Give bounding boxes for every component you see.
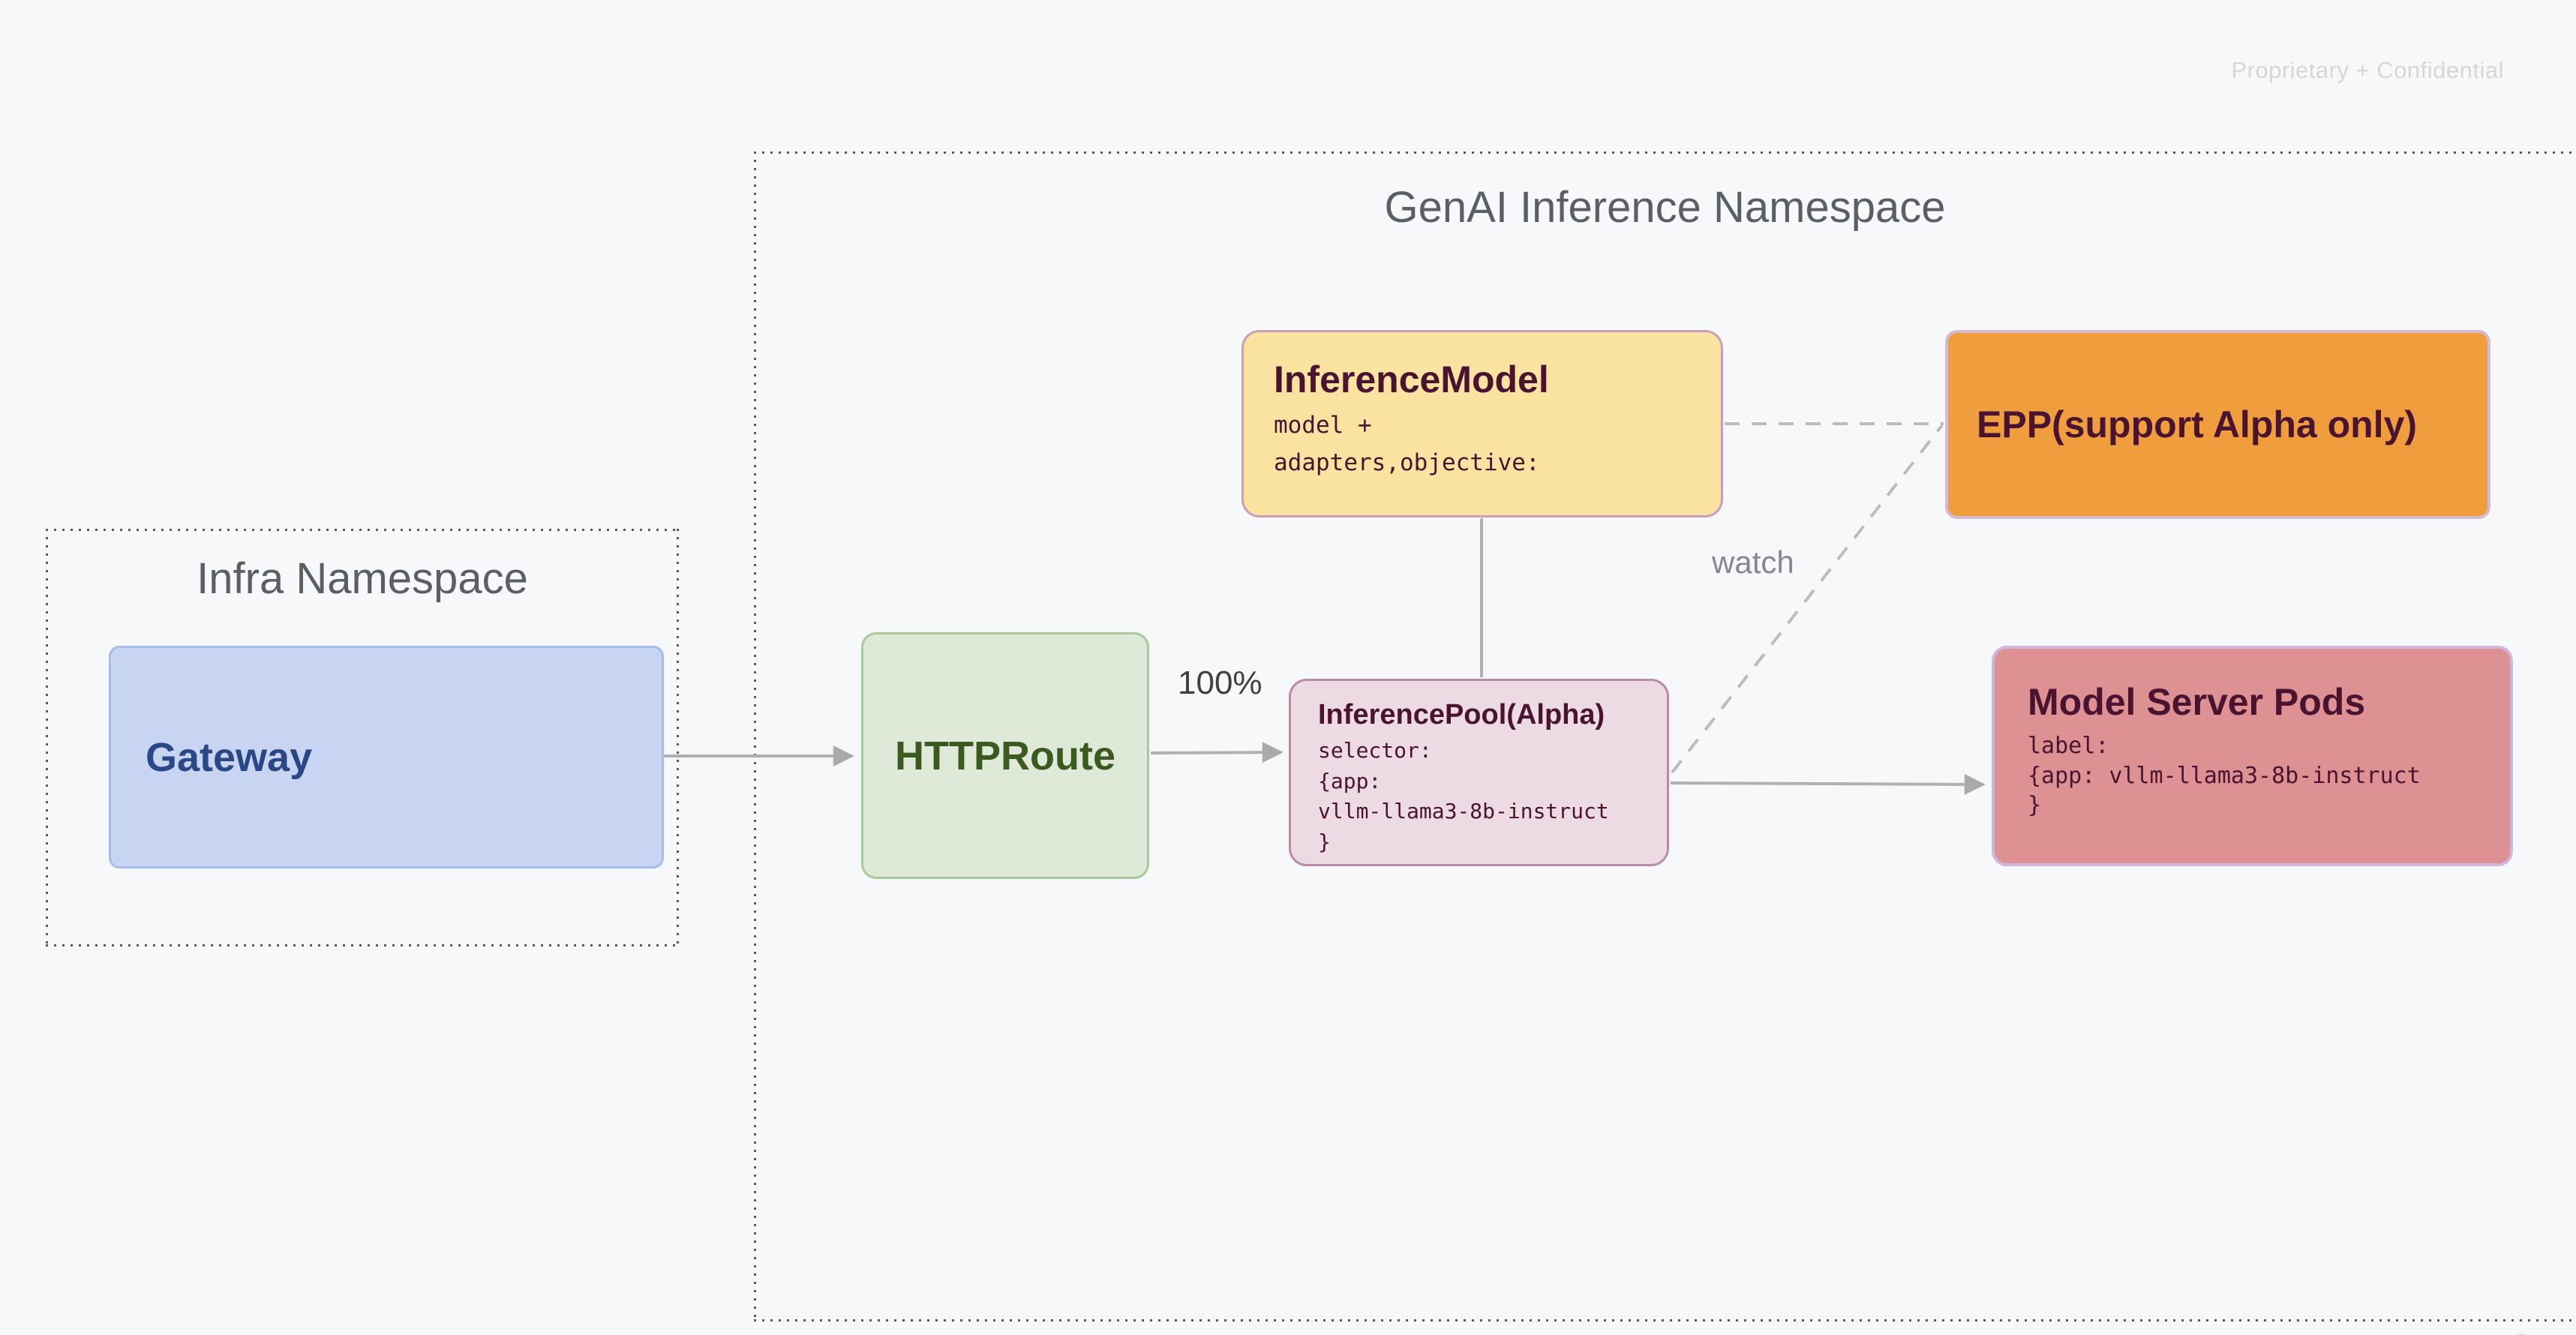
spec-line: label: xyxy=(2028,733,2109,759)
spec-line: {app: vllm-llama3-8b-instruct xyxy=(2028,762,2421,789)
genai-namespace-title: GenAI Inference Namespace xyxy=(1384,183,1946,232)
spec-line: adapters,objective: xyxy=(1274,448,1540,476)
httproute-title: HTTPRoute xyxy=(895,733,1115,778)
spec-line: {app: xyxy=(1318,768,1382,794)
node-gateway: Gateway xyxy=(109,646,664,868)
node-inference-pool: InferencePool(Alpha) selector: {app: vll… xyxy=(1289,679,1669,866)
spec-line: } xyxy=(2028,792,2042,819)
node-model-server-pods: Model Server Pods label: {app: vllm-llam… xyxy=(1992,646,2513,866)
watch-label: watch xyxy=(1712,544,1794,580)
node-httproute: HTTPRoute xyxy=(861,632,1149,879)
model-server-pods-title: Model Server Pods xyxy=(2028,681,2366,723)
node-epp: EPP(support Alpha only) xyxy=(1945,330,2490,519)
google-logo-partial: Google xyxy=(2370,1324,2560,1335)
route-weight-label: 100% xyxy=(1178,664,1262,701)
infra-namespace-title: Infra Namespace xyxy=(197,554,528,603)
spec-line: selector: xyxy=(1318,738,1432,763)
inference-pool-title: InferencePool(Alpha) xyxy=(1318,699,1605,730)
node-inference-model: InferenceModel model + adapters,objectiv… xyxy=(1241,330,1723,518)
spec-line: model + xyxy=(1274,412,1372,439)
inference-model-title: InferenceModel xyxy=(1274,358,1549,400)
gateway-title: Gateway xyxy=(146,734,313,780)
confidentiality-watermark: Proprietary + Confidential xyxy=(2231,57,2504,83)
spec-line: } xyxy=(1318,829,1331,854)
inference-model-spec: model + adapters,objective: xyxy=(1274,407,1698,482)
epp-title: EPP(support Alpha only) xyxy=(1977,404,2418,446)
inference-pool-spec: selector: {app: vllm-llama3-8b-instruct … xyxy=(1318,736,1652,857)
model-server-pods-spec: label: {app: vllm-llama3-8b-instruct } xyxy=(2028,731,2487,820)
spec-line: vllm-llama3-8b-instruct xyxy=(1318,799,1609,824)
